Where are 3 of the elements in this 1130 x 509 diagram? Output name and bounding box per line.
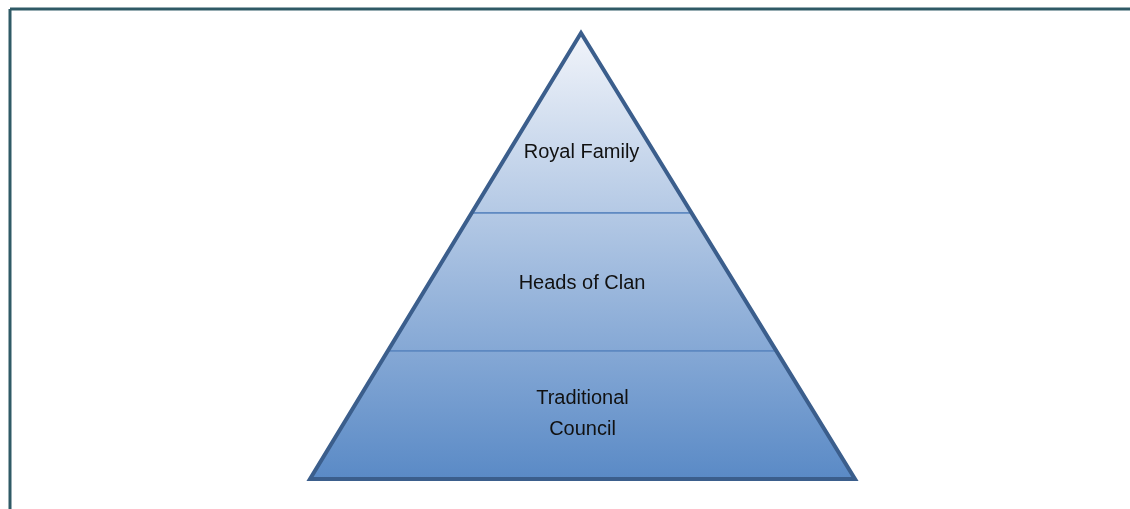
level-label: Royal Family bbox=[522, 138, 641, 164]
level-label: Heads of Clan bbox=[517, 269, 647, 295]
level-label: Traditional Council bbox=[535, 385, 630, 441]
